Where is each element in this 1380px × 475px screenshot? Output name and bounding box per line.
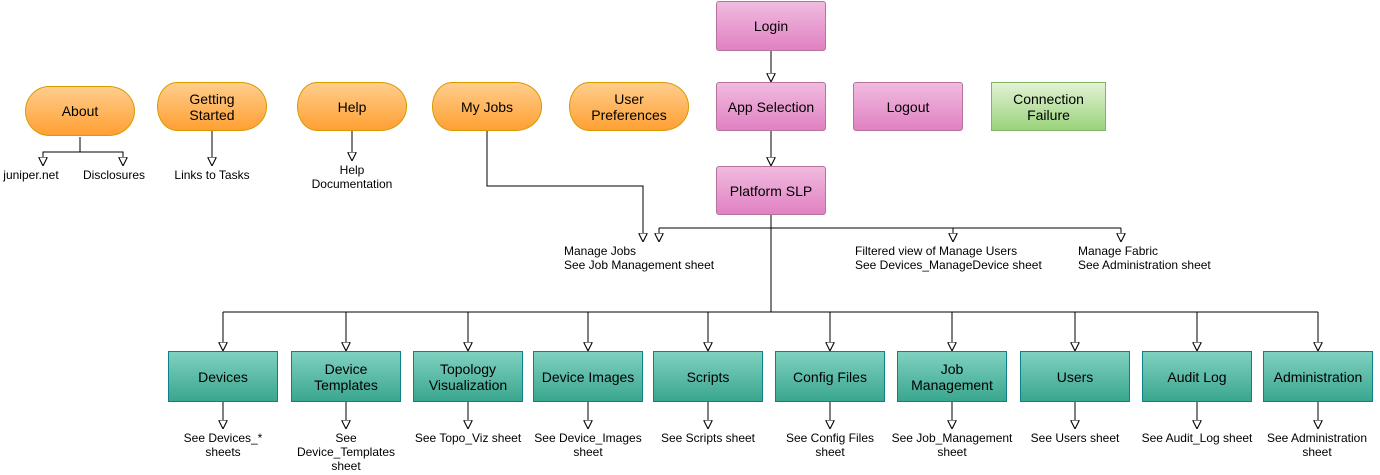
platform-slp-node: Platform SLP — [716, 166, 826, 215]
disclosures-label: Disclosures — [82, 168, 145, 182]
topology-visualization-node: Topology Visualization — [413, 351, 523, 402]
about-node: About — [25, 86, 135, 136]
devices-node: Devices — [168, 351, 278, 402]
audit-log-note: See Audit_Log sheet — [1141, 431, 1253, 445]
login-node: Login — [716, 1, 826, 51]
device-images-note: See Device_Images sheet — [534, 431, 642, 459]
getting-started-node: Getting Started — [157, 82, 267, 131]
filtered-users-label: Filtered view of Manage Users See Device… — [855, 244, 1042, 272]
my-jobs-node: My Jobs — [432, 82, 542, 131]
manage-jobs-label: Manage Jobs See Job Management sheet — [564, 244, 715, 272]
users-node: Users — [1020, 351, 1130, 402]
device-images-node: Device Images — [533, 351, 643, 402]
juniper-link-label: juniper.net — [3, 168, 59, 182]
app-selection-node: App Selection — [716, 82, 826, 131]
devices-note: See Devices_* sheets — [183, 431, 263, 459]
administration-note: See Administration sheet — [1266, 431, 1368, 459]
users-note: See Users sheet — [1030, 431, 1120, 445]
administration-node: Administration — [1263, 351, 1373, 402]
help-documentation-label: Help Documentation — [311, 163, 393, 191]
device-templates-node: Device Templates — [291, 351, 401, 402]
scripts-note: See Scripts sheet — [660, 431, 756, 445]
device-templates-note: See Device_Templates sheet — [296, 431, 396, 473]
edge-about-juniper — [43, 137, 81, 165]
edge-about-disclosures — [80, 151, 123, 165]
connection-failure-node: Connection Failure — [991, 82, 1106, 131]
help-node: Help — [297, 82, 407, 131]
links-to-tasks-label: Links to Tasks — [174, 168, 250, 182]
config-files-node: Config Files — [775, 351, 885, 402]
job-management-node: Job Management — [897, 351, 1007, 402]
edge-myjobs-managejobs — [486, 131, 643, 241]
topo-viz-note: See Topo_Viz sheet — [414, 431, 522, 445]
logout-node: Logout — [853, 82, 963, 131]
config-files-note: See Config Files sheet — [785, 431, 875, 459]
audit-log-node: Audit Log — [1142, 351, 1252, 402]
job-management-note: See Job_Management sheet — [891, 431, 1013, 459]
manage-fabric-label: Manage Fabric See Administration sheet — [1078, 244, 1211, 272]
scripts-node: Scripts — [653, 351, 763, 402]
user-preferences-node: User Preferences — [569, 82, 689, 131]
